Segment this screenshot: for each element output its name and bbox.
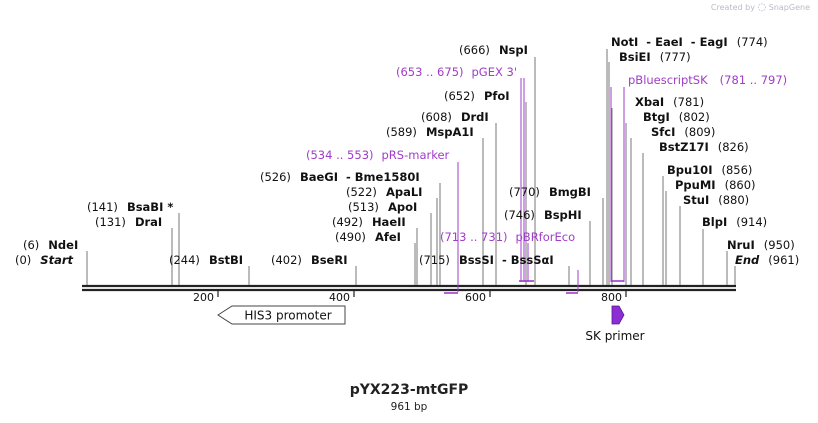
site-bsssi: (715)BssSI - BssSαI (419, 253, 554, 267)
site-bmgbi: (770)BmgBI (509, 185, 591, 199)
site-afei: (490)AfeI (335, 230, 401, 244)
credit-prefix: Created by (710, 3, 755, 12)
site-nrui: NruI(950) (727, 238, 795, 252)
primer-pbluescript: pBluescriptSK(781 .. 797) (628, 73, 787, 87)
site-pfoi: (652)PfoI (444, 89, 510, 103)
credit-brand: SnapGene (768, 3, 810, 12)
site-btgi: BtgI(802) (643, 110, 710, 124)
tick-label-600: 600 (465, 291, 486, 304)
site-baegi: (526)BaeGI - Bme1580I (260, 170, 420, 184)
site-bsabi: (141)BsaBI * (87, 200, 173, 214)
snapgene-credit: Created by ◌ SnapGene (711, 2, 810, 13)
sk-primer-label: SK primer (585, 329, 644, 343)
site-sfci: SfcI(809) (651, 125, 715, 139)
site-stui: StuI(880) (683, 193, 749, 207)
site-haeii: (492)HaeII (332, 215, 406, 229)
backbone (82, 284, 736, 292)
primer-pbrforeco: (713 .. 731)pBRforEco (440, 230, 575, 244)
site-ppumi: PpuMI(860) (675, 178, 756, 192)
site-mspa1i: (589)MspA1I (386, 125, 474, 139)
plasmid-title: pYX223-mtGFP (349, 382, 469, 398)
site-end: End(961) (735, 253, 799, 267)
site-lines (86, 49, 736, 285)
tick-label-200: 200 (193, 291, 214, 304)
site-start: (0)Start (15, 253, 74, 267)
site-apali: (522)ApaLI (346, 185, 422, 199)
plasmid-length: 961 bp (390, 401, 428, 413)
scale-ticks: 200 400 600 800 (193, 291, 627, 304)
site-apoi: (513)ApoI (348, 200, 417, 214)
site-bstbi: (244)BstBI (169, 253, 243, 267)
site-noti: NotI - EaeI - EagI(774) (611, 35, 768, 49)
site-bsphi: (746)BspHI (504, 208, 582, 222)
site-bsiei: BsiEI(777) (619, 50, 691, 64)
sk-primer-feature[interactable]: SK primer (585, 305, 645, 343)
site-bstz17i: BstZ17I(826) (659, 140, 749, 154)
primer-lines (457, 78, 625, 292)
site-bseri: (402)BseRI (271, 253, 347, 267)
site-nspi: (666)NspI (459, 43, 528, 57)
site-ndei: (6)NdeI (23, 238, 78, 252)
tick-label-800: 800 (601, 291, 622, 304)
site-drdi: (608)DrdI (421, 110, 489, 124)
tick-label-400: 400 (329, 291, 350, 304)
site-xbai: XbaI(781) (635, 95, 704, 109)
site-drai: (131)DraI (95, 215, 162, 229)
primer-marks (444, 280, 624, 294)
site-blpi: BlpI(914) (702, 215, 767, 229)
primer-pgex3: (653 .. 675)pGEX 3' (396, 65, 517, 79)
snapgene-logo-icon: ◌ (757, 2, 767, 13)
site-bpu10i: Bpu10I(856) (667, 163, 752, 177)
his3-promoter-feature[interactable]: HIS3 promoter (217, 305, 346, 325)
primer-prs-marker: (534 .. 553)pRS-marker (306, 148, 450, 162)
his3-promoter-label: HIS3 promoter (244, 309, 331, 323)
